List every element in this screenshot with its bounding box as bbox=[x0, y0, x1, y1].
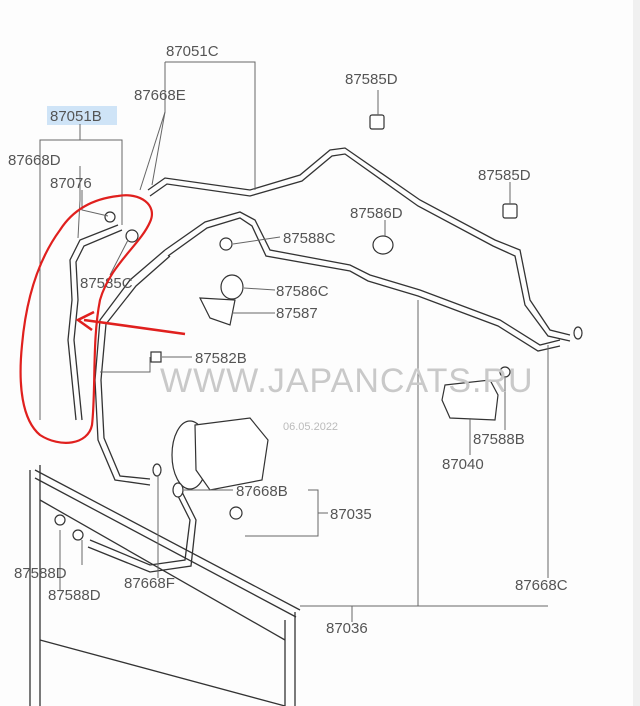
red-highlight-loop bbox=[19, 194, 153, 444]
label-87668E: 87668E bbox=[134, 87, 186, 104]
watermark: WWW.JAPANCATS.RU bbox=[160, 362, 534, 400]
bolt-87588B bbox=[499, 366, 511, 378]
compressor-87035 bbox=[194, 417, 269, 491]
bolt-87588D-a bbox=[54, 514, 66, 526]
bracket-87040 bbox=[441, 379, 499, 421]
label-87668F: 87668F bbox=[124, 575, 175, 592]
oring-87668F bbox=[152, 463, 162, 477]
label-87586D: 87586D bbox=[350, 205, 403, 222]
label-87585D-right: 87585D bbox=[478, 167, 531, 184]
bolt-87588D-b bbox=[72, 529, 84, 541]
label-87036: 87036 bbox=[326, 620, 368, 637]
label-87582B: 87582B bbox=[195, 350, 247, 367]
bracket-87587 bbox=[199, 297, 236, 326]
label-87076: 87076 bbox=[50, 175, 92, 192]
label-87588D-b: 87588D bbox=[48, 587, 101, 604]
red-arrow-head bbox=[75, 310, 95, 332]
label-87586C: 87586C bbox=[276, 283, 329, 300]
clip-87585D-right bbox=[502, 203, 518, 219]
label-highlight bbox=[47, 106, 117, 125]
label-87668B: 87668B bbox=[236, 483, 288, 500]
label-87051B: 87051B bbox=[50, 108, 102, 125]
red-annotation bbox=[19, 194, 186, 444]
part-labels: 87051C 87668E 87585D 87051B 87668D 87076… bbox=[8, 43, 568, 637]
pipes bbox=[29, 147, 571, 706]
clamp-87586D bbox=[372, 235, 394, 255]
compressor-fitting bbox=[229, 506, 243, 520]
label-87588B: 87588B bbox=[473, 431, 525, 448]
clip-87582B bbox=[150, 351, 162, 363]
label-87587: 87587 bbox=[276, 305, 318, 322]
oring-87668B bbox=[172, 482, 184, 498]
bolt-87588C bbox=[219, 237, 233, 251]
label-87035: 87035 bbox=[330, 506, 372, 523]
parts bbox=[54, 114, 583, 541]
edge-strip bbox=[633, 0, 640, 706]
clip-87585D-top bbox=[369, 114, 385, 130]
clamp-87586C bbox=[220, 274, 244, 300]
red-arrow-shaft bbox=[83, 318, 186, 336]
label-87585D-top: 87585D bbox=[345, 71, 398, 88]
label-87051C: 87051C bbox=[166, 43, 219, 60]
fitting-87076 bbox=[104, 211, 116, 223]
label-87040: 87040 bbox=[442, 456, 484, 473]
oring-87668C bbox=[573, 326, 583, 340]
label-87588C: 87588C bbox=[283, 230, 336, 247]
leaders bbox=[39, 61, 549, 622]
date-stamp: 06.05.2022 bbox=[283, 421, 338, 433]
label-87668D: 87668D bbox=[8, 152, 61, 169]
label-87668C: 87668C bbox=[515, 577, 568, 594]
fitting-87585C bbox=[125, 229, 139, 243]
label-87588D-a: 87588D bbox=[14, 565, 67, 582]
